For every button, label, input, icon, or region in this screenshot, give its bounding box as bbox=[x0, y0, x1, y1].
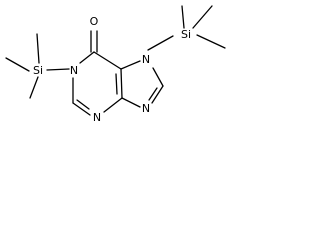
bond-si-left-methyl-left bbox=[5, 57, 30, 72]
bond-c6-c5 bbox=[93, 51, 122, 70]
bond-c5-c4 bbox=[120, 68, 123, 99]
bond-c5-n7 bbox=[120, 60, 141, 70]
atom-n9: N bbox=[142, 102, 150, 115]
bond-si-right-methyl-top-left bbox=[181, 5, 185, 29]
atom-labels: O N N N N Si Si bbox=[33, 15, 191, 124]
atom-si-left: Si bbox=[33, 64, 43, 77]
bond-n3-c2-inner bbox=[76, 99, 90, 110]
bond-n3-c2 bbox=[72, 102, 91, 116]
atom-si-right: Si bbox=[181, 28, 191, 41]
atom-n3: N bbox=[93, 111, 101, 124]
bond-si-right-methyl-top bbox=[192, 5, 213, 29]
bond-si-left-n1 bbox=[46, 68, 70, 71]
bond-n7-si-right bbox=[147, 35, 174, 51]
atom-oxygen: O bbox=[90, 15, 99, 28]
bond-si-left-methyl-top bbox=[36, 33, 40, 64]
bond-n9-c4 bbox=[121, 97, 141, 108]
atom-n7: N bbox=[142, 53, 150, 66]
bond-n1-c6 bbox=[79, 51, 95, 64]
atom-n1: N bbox=[70, 64, 78, 77]
bond-n7-c8 bbox=[152, 67, 164, 87]
bond-si-left-methyl-bottom bbox=[29, 76, 39, 99]
bond-c4-n3 bbox=[103, 97, 123, 113]
bond-c8-n9 bbox=[151, 85, 164, 104]
bond-c4-c5-inner bbox=[115, 73, 118, 95]
molecule-structure: O N N N N Si Si bbox=[5, 5, 226, 124]
bonds bbox=[5, 5, 226, 116]
bond-c8-n9-inner bbox=[148, 87, 158, 101]
structure-canvas: O N N N N Si Si bbox=[0, 0, 236, 160]
bond-si-right-methyl-right bbox=[196, 34, 226, 49]
